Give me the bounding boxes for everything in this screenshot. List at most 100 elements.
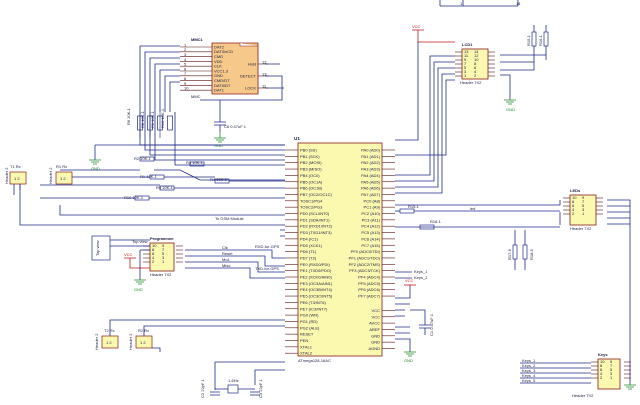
mcu-left-pin-label: PG2 (ALE) — [300, 325, 320, 330]
sd-pin-label: VDD — [214, 59, 223, 64]
keys-input-label: Keys_4 — [522, 373, 536, 378]
resistor — [157, 115, 163, 131]
sd-pin-label: CMD/DT — [214, 78, 230, 83]
header-pin-num: 9 — [582, 195, 585, 200]
resistor-label: R16-1 — [538, 34, 543, 46]
sd-pin-num: 12 — [262, 59, 267, 64]
mcu-right-pin-label: PF2 (ADC2/TMS) — [349, 262, 381, 267]
mcu-power: VCC GND C1 0.47uF 1 Keys_1 Keys_2 — [395, 269, 434, 363]
mcu-left-pin-label: PE1 (TXD0/PDO) — [300, 268, 332, 273]
mcu-right-pin-label: VCC — [372, 314, 381, 319]
sd-pin-num: 3 — [184, 52, 187, 57]
lcd-footer: Header 7X2 — [460, 80, 482, 85]
sd-pin-num: 4 — [184, 57, 187, 62]
sd-pin-label: DAT1 — [214, 88, 225, 93]
net-label-keys: Keys_1 — [414, 269, 428, 274]
mcu-right-pin-label: PC0 (A8) — [364, 198, 381, 203]
mcu-right-pin-label: PA7 (AD7) — [361, 192, 380, 197]
header-pin-num: 9 — [162, 243, 165, 248]
resistor-label: R4 10K-1 — [210, 177, 228, 182]
header-r2-name: Header 2 — [128, 333, 133, 350]
header-pin-num: 2 — [152, 259, 155, 264]
resistor-label: R8 10K-1 — [140, 110, 145, 128]
programmer-body — [149, 242, 175, 272]
mcu-right-pin-label: PC5 (A13) — [361, 230, 380, 235]
pin-num: 14 — [516, 1, 521, 6]
mcu-left-pin-label: PD4 (IC1) — [300, 236, 318, 241]
mcu-right-pin-label: PA0 (AD0) — [361, 148, 380, 153]
header-pin-num: 1 — [162, 259, 165, 264]
header-pin-num: 8 — [474, 61, 477, 66]
resistor — [419, 224, 435, 230]
resistor-label: R10 10K-1 — [124, 195, 144, 200]
sd-pin-num: 10 — [184, 86, 189, 91]
mcu-right-pin-label: PA5 (AD5) — [361, 179, 380, 184]
sd-pin-label: CMD — [214, 54, 223, 59]
lcd-resistors: R15-1 R16-1 — [500, 25, 549, 71]
lcd-designator: LCD1 — [462, 42, 473, 47]
mcu-left-pin-label: PE6 (T3/INT6) — [300, 300, 326, 305]
mcu-left-pins: PB0 (SS)PB1 (SCK)PB2 (MOSI)PB3 (MISO)PB4… — [285, 148, 333, 356]
header-r1-desc: R1 Rx — [56, 164, 67, 169]
resistor — [137, 115, 143, 131]
header-pin-num: 3 — [162, 255, 165, 260]
mcu-left-pin-label: PB0 (SS) — [300, 148, 317, 153]
resistor-label: R16-1 — [430, 219, 442, 224]
cap-c6-label: C6 0.47uF 1 — [224, 124, 247, 129]
cap-label: C2 22pF 1 — [200, 379, 205, 398]
mcu-right-pin-label: PA3 (AD3) — [361, 167, 380, 172]
keys-input-label: Keys_1 — [522, 358, 536, 363]
net-label-rxd: RXD-for-GPS — [255, 244, 280, 249]
header-t1: 1 2 Header 2 T1 Rx — [4, 164, 27, 195]
resistor-label: R3 10K-1 — [186, 160, 204, 165]
resistor-label: R15-1 — [526, 34, 531, 46]
header-pin-num: 6 — [600, 367, 603, 372]
mcu-left-pin-label: PE7 (IC3/INT7) — [300, 306, 328, 311]
gps-label: Top view — [95, 240, 100, 256]
crystal-section: 1-6Hz C2 22pF 1 C3 22pF 1 — [200, 361, 285, 398]
mcu-right-pin-label: PA2 (AD2) — [361, 160, 380, 165]
mcu-left-pin-label: PD3 (TXD1/INT3) — [300, 230, 332, 235]
programmer-designator: Programmer — [150, 236, 174, 241]
mcu-left-pin-label: PD6 (T1) — [300, 249, 317, 254]
net-label-topview: Top view — [132, 239, 148, 244]
mcu-left-pin-label: PB7 (OC2/OC1C) — [300, 192, 332, 197]
sd-footer: MMC — [191, 94, 201, 99]
programmer-footer: Header 7X2 — [150, 272, 172, 277]
header-pin-num: 6 — [474, 65, 477, 70]
header-pin-num: 5 — [464, 65, 467, 70]
sd-pin-num: 1 — [184, 42, 187, 47]
mcu-left-pin-label: PD0 (SCL/INT0) — [300, 211, 330, 216]
resistor — [522, 244, 528, 260]
mcu-left-pin-label: PB5 (OC1A) — [300, 179, 323, 184]
resistor — [139, 156, 155, 162]
mcu-left-pin-label: RESET — [300, 332, 314, 337]
header-pin-num: 5 — [582, 203, 585, 208]
keys-input-label: Keys_5 — [522, 378, 536, 383]
keys-input-label: Keys_3 — [522, 368, 536, 373]
mcu-right-pin-label: PF7 (ADC7) — [358, 294, 380, 299]
cap-label: C1 0.47uF 1 — [429, 313, 434, 336]
pin-num: 1 2 — [14, 176, 20, 181]
resistor — [531, 31, 537, 47]
gnd-label: GND — [91, 166, 100, 171]
header-pin-num: 12 — [474, 53, 479, 58]
mcu-right-pin-label: GND — [371, 340, 380, 345]
resistor-label: R15-1 — [408, 204, 420, 209]
programmer-signal-label: Reset — [222, 251, 233, 256]
header-pin-num: 7 — [610, 363, 613, 368]
mcu-left-pin-label: TOSC1/PG4 — [300, 198, 323, 203]
sd-body — [211, 42, 259, 95]
mcu-left-pin-label: PB2 (MOSI) — [300, 160, 322, 165]
header-pin-num: 4 — [152, 255, 155, 260]
net-label-gsm: To GSM Module — [215, 216, 244, 221]
sd-pin-label: VCC1.3 — [214, 68, 229, 73]
mcu-right-pin-label: PF5 (ADC5) — [358, 281, 380, 286]
vcc-label: VCC — [405, 278, 414, 283]
mcu-right-pin-label: PA6 (AD6) — [361, 186, 380, 191]
crystal-label: 1-6Hz — [228, 378, 239, 383]
